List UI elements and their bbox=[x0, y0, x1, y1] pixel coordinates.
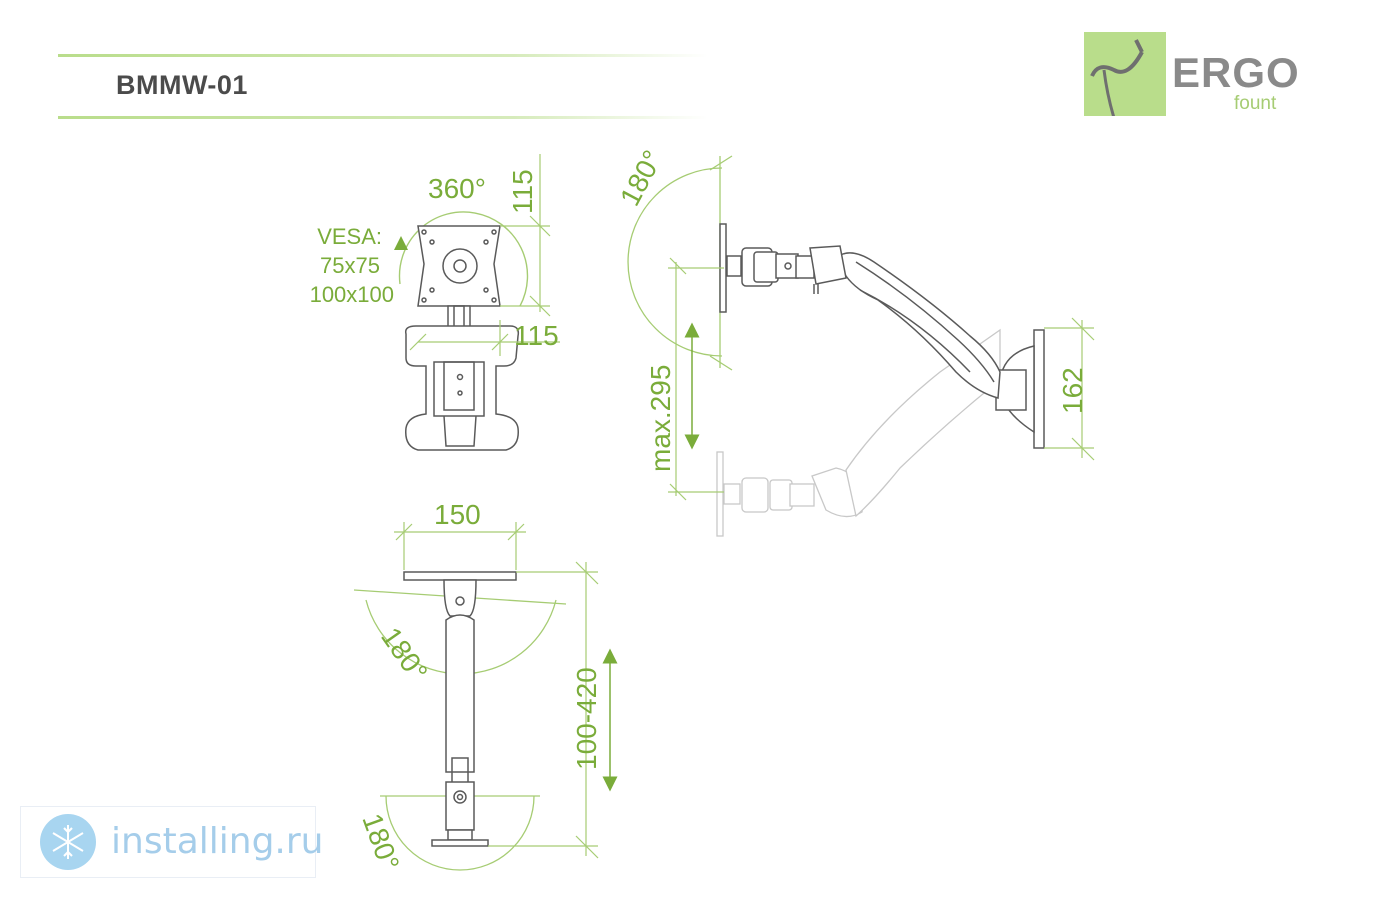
logo-wordmark: ERGO bbox=[1172, 49, 1300, 96]
side-travel-dimension bbox=[668, 257, 724, 501]
top-swivel-upper-label: 180° bbox=[375, 622, 434, 687]
front-vesa-plate bbox=[417, 225, 501, 307]
vesa-label: VESA: bbox=[317, 224, 382, 249]
brand-logo: ERGO fount bbox=[1084, 30, 1299, 134]
side-plate-label: 162 bbox=[1057, 367, 1088, 414]
front-rotation-label: 360° bbox=[428, 173, 486, 204]
header-rule-top bbox=[58, 54, 708, 57]
top-swivel-lower-label: 180° bbox=[356, 809, 405, 874]
vesa-size-small: 75x75 bbox=[320, 253, 380, 278]
top-arm bbox=[403, 571, 517, 847]
side-plate-dimension bbox=[1044, 317, 1095, 461]
front-base bbox=[404, 325, 520, 451]
logo-submark: fount bbox=[1234, 93, 1277, 114]
logo-arm-icon bbox=[1084, 32, 1166, 116]
watermark: installing.ru bbox=[20, 806, 323, 878]
front-dimension-lines bbox=[409, 154, 560, 356]
front-rotation-arc bbox=[394, 211, 529, 307]
side-tilt-label: 180° bbox=[614, 145, 669, 211]
vesa-size-large: 100x100 bbox=[310, 282, 394, 307]
side-view: 180° max.295 162 bbox=[614, 145, 1095, 537]
side-wall-plate bbox=[995, 329, 1045, 449]
side-travel-label: max.295 bbox=[645, 365, 676, 472]
model-title: BMMW-01 bbox=[116, 70, 248, 100]
top-plate-width-label: 150 bbox=[434, 499, 481, 530]
watermark-text: installing.ru bbox=[111, 821, 324, 862]
header-rule-bottom bbox=[58, 116, 708, 119]
side-arm-raised bbox=[719, 223, 1001, 399]
top-reach-dimension bbox=[488, 561, 618, 859]
top-reach-label: 100-420 bbox=[571, 667, 602, 770]
snowflake-badge-icon bbox=[40, 814, 96, 870]
top-view: 150 180° 100-420 180° bbox=[353, 499, 618, 874]
top-plate-dimension bbox=[394, 522, 526, 570]
front-view: 360° 115 115 VESA: 75x75 100x100 bbox=[310, 154, 560, 451]
front-width-label: 115 bbox=[514, 320, 559, 351]
front-height-label: 115 bbox=[507, 169, 538, 214]
